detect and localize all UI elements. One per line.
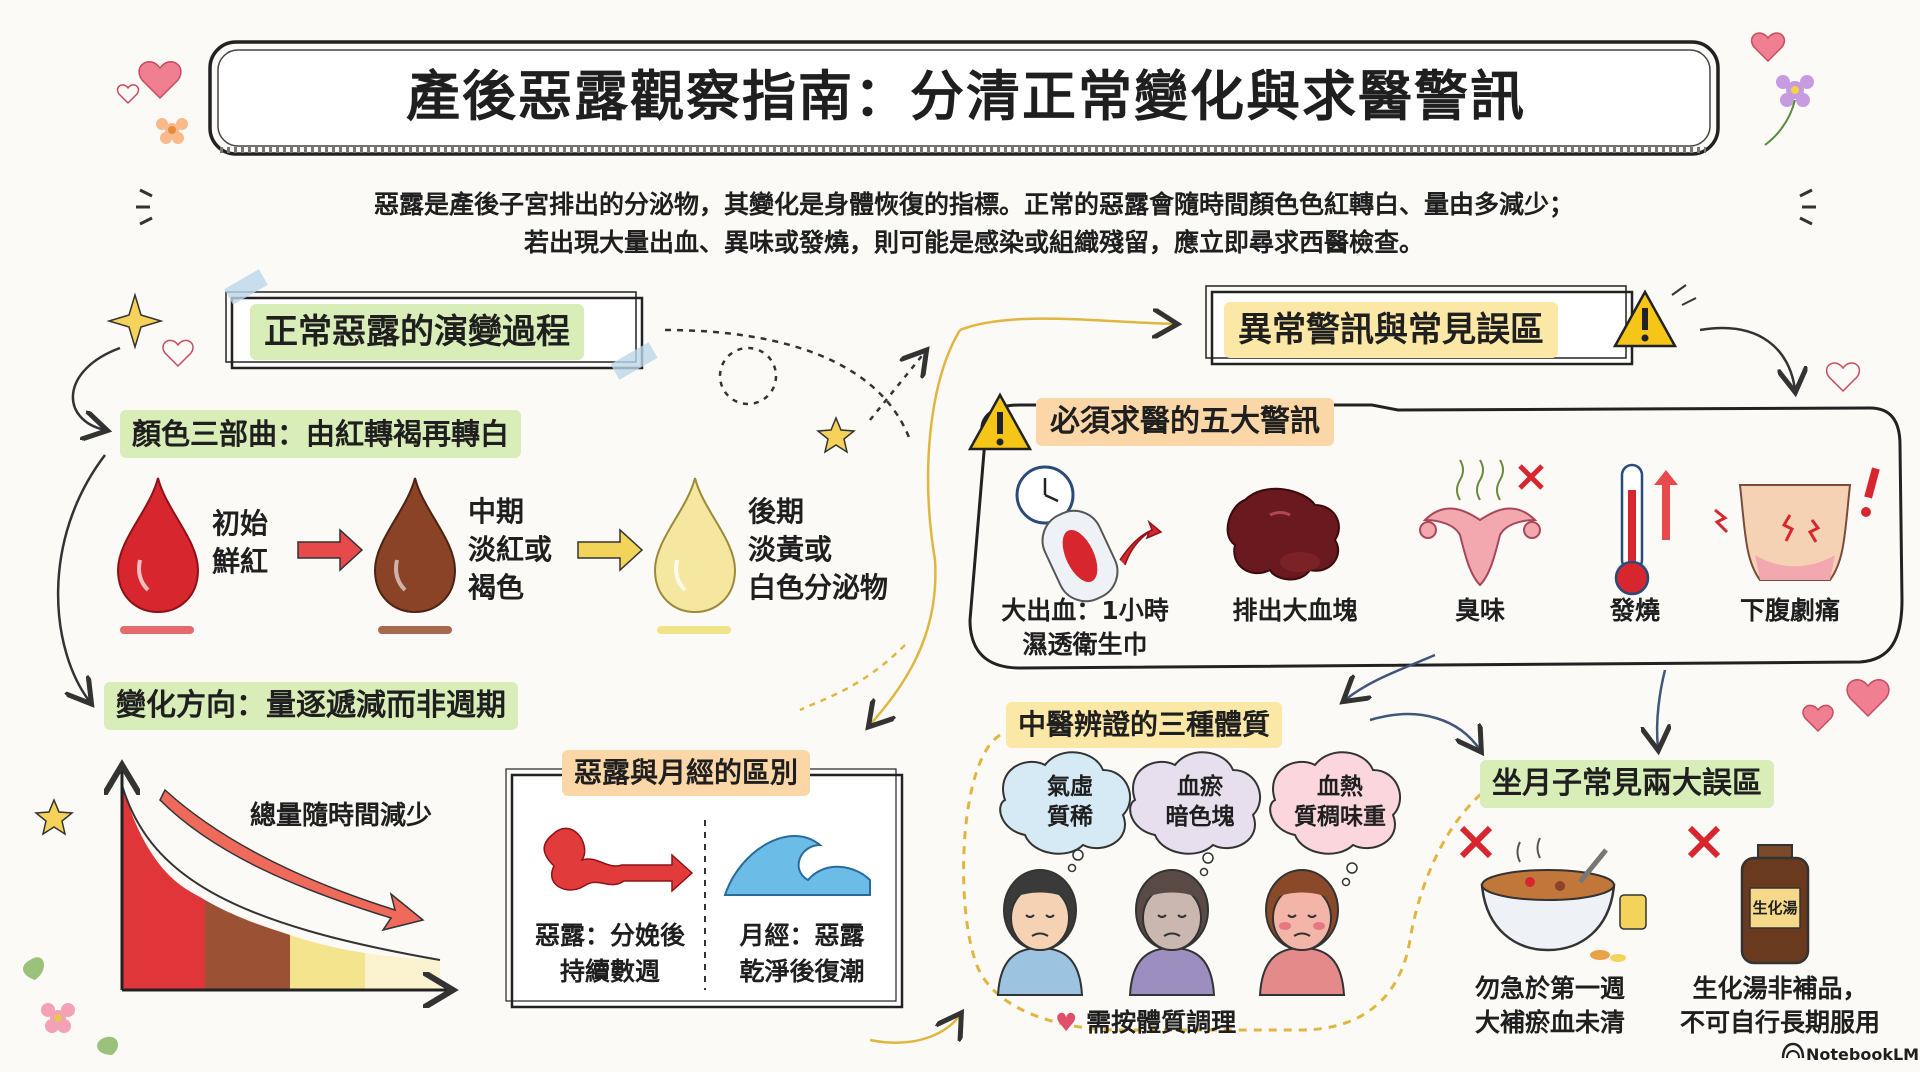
normal-heading: 正常惡露的演變過程	[250, 304, 584, 360]
tcm-people	[996, 869, 1346, 996]
heart-icon: ♥	[1055, 1008, 1078, 1037]
tcm-footer-text: 需按體質調理	[1086, 1008, 1237, 1037]
compare-menses-line-2: 乾淨後復潮	[739, 957, 865, 986]
decor-stars	[34, 292, 856, 836]
intro-line-1: 惡露是產後子宮排出的分泌物，其變化是身體恢復的指標。正常的惡露會隨時間顏色色紅轉…	[373, 190, 1574, 219]
warning-triangles	[967, 284, 1697, 451]
tcm-person-2-icon	[1128, 869, 1216, 996]
stage-2-label: 中期 淡紅或 褐色	[468, 493, 552, 607]
tcm-type-1-line-2: 質稀	[1047, 804, 1093, 830]
thermometer-icon	[1614, 463, 1678, 596]
decor-hearts	[116, 32, 1890, 733]
warning-5-label: 下腹劇痛	[1739, 596, 1840, 625]
decrease-arrow-icon	[159, 788, 425, 932]
tcm-person-1-icon	[996, 869, 1084, 996]
myth-2-line-1: 生化湯非補品，	[1692, 974, 1868, 1003]
tonic-soup-icon	[1480, 837, 1647, 962]
compare-icons	[543, 827, 871, 896]
warning-2-label: 排出大血塊	[1232, 596, 1358, 625]
stage-2-line-2: 淡紅或	[468, 533, 553, 566]
warning-4-label: 發燒	[1609, 596, 1660, 625]
intro-text: 惡露是產後子宮排出的分泌物，其變化是身體恢復的指標。正常的惡露會隨時間顏色色紅轉…	[164, 186, 1784, 262]
warn-heading: 必須求醫的五大警訊	[1036, 398, 1334, 446]
tcm-type-2: 血瘀 暗色塊	[1140, 772, 1260, 832]
tcm-type-1: 氣虛 質稀	[1010, 772, 1130, 832]
trend-chart	[122, 768, 450, 990]
myth-2: 生化湯非補品， 不可自行長期服用	[1660, 972, 1900, 1040]
tcm-bubbles	[999, 751, 1402, 887]
title-banner	[208, 40, 1720, 156]
warning-3-label: 臭味	[1454, 596, 1505, 625]
myths-heading: 坐月子常見兩大誤區	[1480, 760, 1774, 808]
lochia-flow-icon	[543, 827, 694, 893]
myth-1: 勿急於第一週 大補瘀血未清	[1450, 972, 1650, 1040]
tcm-person-3-icon	[1258, 869, 1346, 996]
tcm-type-2-line-2: 暗色塊	[1165, 804, 1235, 830]
stage-2-line-3: 褐色	[468, 571, 525, 604]
decor-flowers	[23, 75, 1814, 1055]
stage-3-line-1: 後期	[748, 495, 805, 528]
color-heading: 顏色三部曲：由紅轉褐再轉白	[120, 410, 522, 458]
blood-clot-icon	[1226, 487, 1340, 581]
tcm-type-2-line-1: 血瘀	[1177, 774, 1223, 800]
red-drop-icon	[116, 477, 200, 614]
arrow-yellow-icon	[577, 528, 644, 572]
compare-lochia-line-1: 惡露：分娩後	[534, 921, 685, 950]
compare-lochia-line-2: 持續數週	[559, 957, 660, 986]
tcm-type-3-line-1: 血熱	[1317, 774, 1363, 800]
brand-label: NotebookLM	[1806, 1045, 1920, 1064]
myth-icons	[1459, 825, 1810, 965]
compare-heading: 惡露與月經的區別	[562, 750, 811, 796]
tcm-footer: ♥ 需按體質調理	[1055, 1006, 1236, 1040]
brown-drop-icon	[373, 477, 457, 614]
trend-heading: 變化方向：量逐遞減而非週期	[104, 682, 518, 730]
warning-1-line-1: 大出血：1小時	[1001, 596, 1169, 625]
brand-icon	[1781, 1042, 1805, 1059]
arrow-red-icon	[297, 528, 364, 572]
stage-1-label: 初始 鮮紅	[212, 505, 268, 581]
page-title: 產後惡露觀察指南：分清正常變化與求醫警訊	[406, 65, 1526, 128]
tcm-region	[962, 733, 1501, 1032]
tcm-heading: 中醫辨證的三種體質	[1006, 702, 1283, 748]
herbal-jar-icon	[1740, 844, 1810, 965]
myth-2-line-2: 不可自行長期服用	[1679, 1008, 1880, 1037]
stage-3-line-3: 白色分泌物	[748, 571, 889, 604]
compare-menses: 月經：惡露 乾淨後復潮	[712, 918, 892, 990]
stage-3-line-2: 淡黃或	[748, 533, 833, 566]
abnormal-heading: 異常警訊與常見誤區	[1224, 302, 1558, 358]
uterus-odor-icon	[1419, 459, 1544, 587]
stage-1-line-1: 初始	[212, 507, 269, 540]
stage-1-line-2: 鮮紅	[212, 545, 269, 578]
stage-2-line-1: 中期	[468, 495, 525, 528]
warning-1-line-2: 濕透衛生巾	[1022, 630, 1148, 659]
tcm-type-1-line-1: 氣虛	[1047, 774, 1093, 800]
jar-label: 生化湯	[1752, 899, 1798, 917]
myth-1-line-2: 大補瘀血未清	[1474, 1008, 1625, 1037]
yellow-drop-icon	[653, 477, 737, 614]
intro-line-2: 若出現大量出血、異味或發燒，則可能是感染或組織殘留，應立即尋求西醫檢查。	[523, 228, 1424, 257]
warning-icons	[1015, 459, 1880, 603]
abdomen-pain-icon	[1714, 467, 1880, 581]
compare-lochia: 惡露：分娩後 持續數週	[520, 918, 700, 990]
tcm-type-3-line-2: 質稠味重	[1294, 804, 1386, 830]
drop-graphics	[116, 477, 737, 634]
pad-clock-icon	[1015, 465, 1163, 603]
tcm-type-3: 血熱 質稠味重	[1275, 772, 1405, 832]
warning-1-label: 大出血：1小時 濕透衛生巾	[985, 594, 1185, 662]
myth-1-line-1: 勿急於第一週	[1474, 974, 1625, 1003]
menses-wave-icon	[723, 834, 871, 896]
quote-marks	[136, 188, 1816, 226]
trend-label: 總量隨時間減少	[250, 801, 433, 831]
flow-arrows	[56, 319, 1795, 1044]
compare-menses-line-1: 月經：惡露	[739, 921, 865, 950]
stage-3-label: 後期 淡黃或 白色分泌物	[748, 493, 888, 607]
